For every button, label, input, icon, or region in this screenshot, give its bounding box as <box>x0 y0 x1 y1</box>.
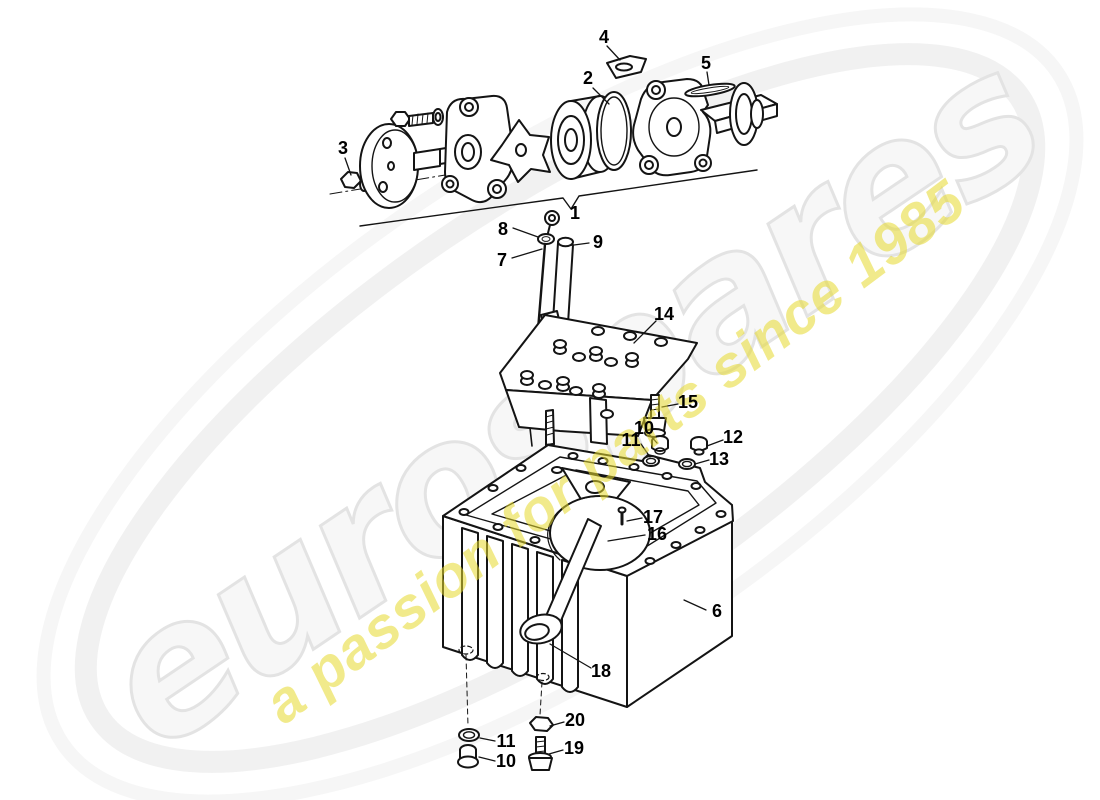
callout-19: 19 <box>563 738 585 758</box>
baffle-plate <box>499 314 698 470</box>
callout-8: 8 <box>497 219 509 239</box>
callout-1: 1 <box>569 203 581 223</box>
callout-11-drain: 11 <box>496 731 516 751</box>
callout-9: 9 <box>592 232 604 252</box>
callout-2: 2 <box>582 68 594 88</box>
callout-7: 7 <box>496 250 508 270</box>
callout-15: 15 <box>677 392 699 412</box>
callout-10: 10 <box>633 418 655 438</box>
callout-16: 16 <box>646 524 668 544</box>
callout-6: 6 <box>711 601 723 621</box>
callout-5: 5 <box>700 53 712 73</box>
callout-4: 4 <box>598 27 610 47</box>
callout-13: 13 <box>708 449 730 469</box>
callout-18: 18 <box>590 661 612 681</box>
callout-11: 11 <box>621 430 641 450</box>
callout-10-drain: 10 <box>495 751 517 771</box>
callout-3: 3 <box>337 138 349 158</box>
callout-17: 17 <box>642 507 664 527</box>
oil-pump-assembly <box>329 55 778 227</box>
callout-20: 20 <box>564 710 586 730</box>
callout-12: 12 <box>722 427 744 447</box>
leader-lines <box>344 45 724 762</box>
oil-sump <box>442 435 734 771</box>
callout-14: 14 <box>653 304 675 324</box>
